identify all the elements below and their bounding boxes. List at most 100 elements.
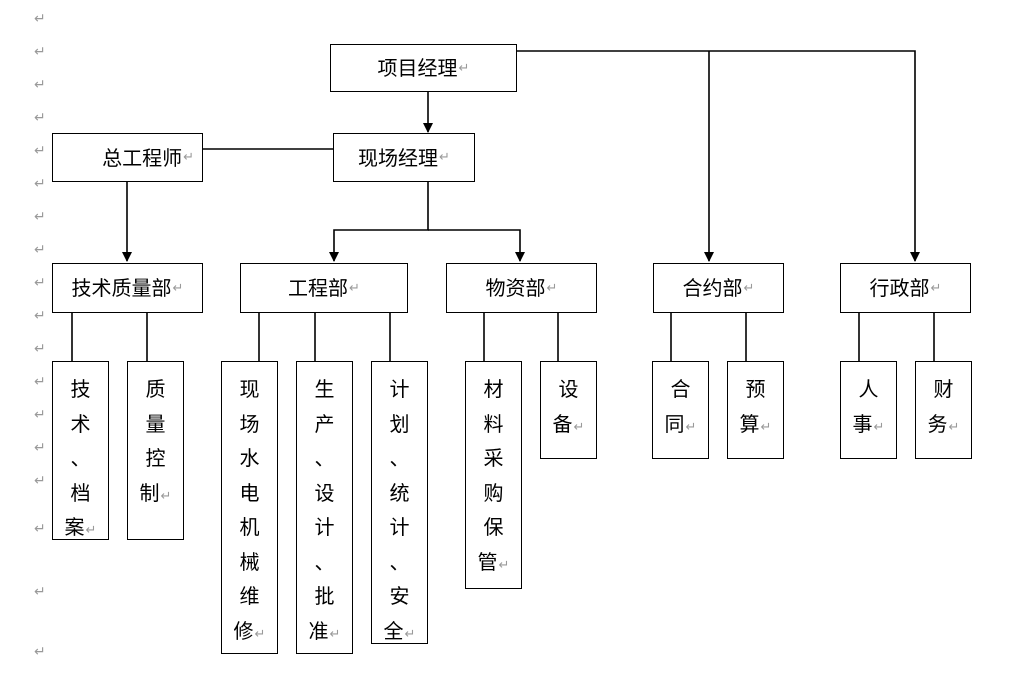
leaf-char: 计 bbox=[389, 377, 410, 401]
paragraph-mark: ↵ bbox=[254, 626, 266, 642]
paragraph-mark: ↵ bbox=[573, 419, 585, 435]
leaf-char: 备 bbox=[552, 411, 573, 436]
leaf-char: 批 bbox=[314, 584, 335, 608]
leaf-char: 案 bbox=[64, 515, 85, 539]
paragraph-mark: ↵ bbox=[458, 60, 470, 76]
node-engineering-dept: 工程部↵ bbox=[240, 263, 408, 313]
paragraph-mark: ↵ bbox=[172, 280, 184, 296]
node-label: 项目经理 bbox=[377, 56, 458, 80]
paragraph-mark: ↵ bbox=[34, 440, 46, 456]
paragraph-mark: ↵ bbox=[439, 150, 450, 165]
node-label: 合约部 bbox=[682, 276, 743, 300]
leaf-char: 修 bbox=[233, 618, 254, 643]
leaf-contract: 合 同↵ bbox=[652, 361, 709, 459]
leaf-char: 、 bbox=[389, 446, 410, 470]
leaf-char: 量 bbox=[145, 411, 166, 436]
leaf-char: 水 bbox=[239, 446, 260, 470]
paragraph-mark: ↵ bbox=[34, 374, 46, 390]
leaf-char: 料 bbox=[483, 411, 504, 436]
node-admin-dept: 行政部↵ bbox=[840, 263, 971, 313]
leaf-char: 、 bbox=[70, 446, 91, 470]
leaf-char: 维 bbox=[239, 584, 260, 608]
leaf-site-mep-maintenance: 现 场 水 电 机 械 维 修↵ bbox=[221, 361, 278, 654]
paragraph-mark: ↵ bbox=[160, 488, 172, 504]
paragraph-mark: ↵ bbox=[34, 110, 46, 126]
leaf-char: 材 bbox=[483, 377, 504, 401]
paragraph-mark: ↵ bbox=[404, 626, 416, 642]
leaf-char: 准 bbox=[308, 618, 329, 643]
paragraph-mark: ↵ bbox=[743, 280, 755, 296]
leaf-char: 术 bbox=[70, 411, 91, 436]
leaf-char: 控 bbox=[145, 446, 166, 470]
leaf-equipment: 设 备↵ bbox=[540, 361, 597, 459]
leaf-char: 采 bbox=[483, 446, 504, 470]
leaf-char: 财 bbox=[933, 377, 954, 401]
leaf-char: 统 bbox=[389, 480, 410, 505]
paragraph-mark: ↵ bbox=[546, 280, 558, 296]
paragraph-mark: ↵ bbox=[34, 473, 46, 489]
node-project-manager: 项目经理↵ bbox=[330, 44, 517, 92]
node-label: 现场经理 bbox=[358, 145, 439, 170]
arrow-pm-to-admin bbox=[517, 50, 920, 262]
paragraph-mark: ↵ bbox=[349, 280, 360, 296]
paragraph-mark: ↵ bbox=[34, 308, 46, 324]
paragraph-mark: ↵ bbox=[930, 280, 942, 296]
leaf-char: 管 bbox=[477, 549, 498, 574]
paragraph-mark: ↵ bbox=[34, 584, 46, 600]
leaf-char: 档 bbox=[70, 480, 91, 505]
node-site-manager: 现场经理↵ bbox=[333, 133, 475, 182]
paragraph-mark: ↵ bbox=[34, 209, 46, 225]
paragraph-mark: ↵ bbox=[34, 11, 46, 27]
node-tech-quality-dept: 技术质量部↵ bbox=[52, 263, 203, 313]
paragraph-mark: ↵ bbox=[685, 419, 697, 435]
paragraph-mark: ↵ bbox=[34, 275, 46, 291]
leaf-char: 人 bbox=[858, 377, 879, 401]
paragraph-mark: ↵ bbox=[183, 150, 194, 165]
leaf-char: 同 bbox=[664, 411, 685, 436]
leaf-char: 划 bbox=[389, 411, 410, 436]
leaf-char: 计 bbox=[389, 515, 410, 539]
node-chief-engineer: 总工程师↵ bbox=[52, 133, 203, 182]
leaf-char: 事 bbox=[852, 411, 873, 436]
paragraph-mark: ↵ bbox=[34, 407, 46, 423]
leaf-char: 生 bbox=[314, 377, 335, 401]
node-label: 行政部 bbox=[869, 276, 930, 300]
paragraph-mark: ↵ bbox=[873, 419, 885, 435]
leaf-finance: 财 务↵ bbox=[915, 361, 972, 459]
leaf-char: 设 bbox=[314, 480, 335, 505]
leaf-char: 制 bbox=[139, 480, 160, 505]
node-label: 总工程师 bbox=[102, 145, 183, 170]
leaf-personnel: 人 事↵ bbox=[840, 361, 897, 459]
paragraph-mark: ↵ bbox=[34, 341, 46, 357]
paragraph-mark: ↵ bbox=[498, 557, 510, 573]
leaf-char: 现 bbox=[239, 377, 260, 401]
leaf-char: 务 bbox=[927, 411, 948, 436]
paragraph-mark: ↵ bbox=[34, 644, 46, 660]
leaf-quality-control: 质 量 控 制↵ bbox=[127, 361, 184, 540]
leaf-char: 、 bbox=[314, 446, 335, 470]
leaf-char: 、 bbox=[389, 549, 410, 574]
leaf-char: 算 bbox=[739, 411, 760, 436]
leaf-budget: 预 算↵ bbox=[727, 361, 784, 459]
node-label: 物资部 bbox=[485, 276, 546, 300]
leaf-char: 电 bbox=[239, 480, 260, 505]
arrow-site-to-materials bbox=[428, 229, 525, 262]
leaf-production-design-approval: 生 产 、 设 计 、 批 准↵ bbox=[296, 361, 353, 654]
paragraph-mark: ↵ bbox=[329, 626, 341, 642]
paragraph-mark: ↵ bbox=[34, 44, 46, 60]
paragraph-mark: ↵ bbox=[34, 176, 46, 192]
leaf-char: 技 bbox=[70, 377, 91, 401]
paragraph-mark: ↵ bbox=[85, 523, 97, 538]
leaf-char: 安 bbox=[389, 584, 410, 608]
leaf-char: 预 bbox=[745, 377, 766, 401]
node-materials-dept: 物资部↵ bbox=[446, 263, 597, 313]
leaf-tech-archive: 技 术 、 档 案↵ bbox=[52, 361, 109, 540]
paragraph-mark: ↵ bbox=[34, 77, 46, 93]
leaf-char: 购 bbox=[483, 480, 504, 505]
leaf-char: 设 bbox=[558, 377, 579, 401]
leaf-char: 机 bbox=[239, 515, 260, 539]
leaf-planning-statistics-safety: 计 划 、 统 计 、 安 全↵ bbox=[371, 361, 428, 644]
leaf-char: 产 bbox=[314, 411, 335, 436]
